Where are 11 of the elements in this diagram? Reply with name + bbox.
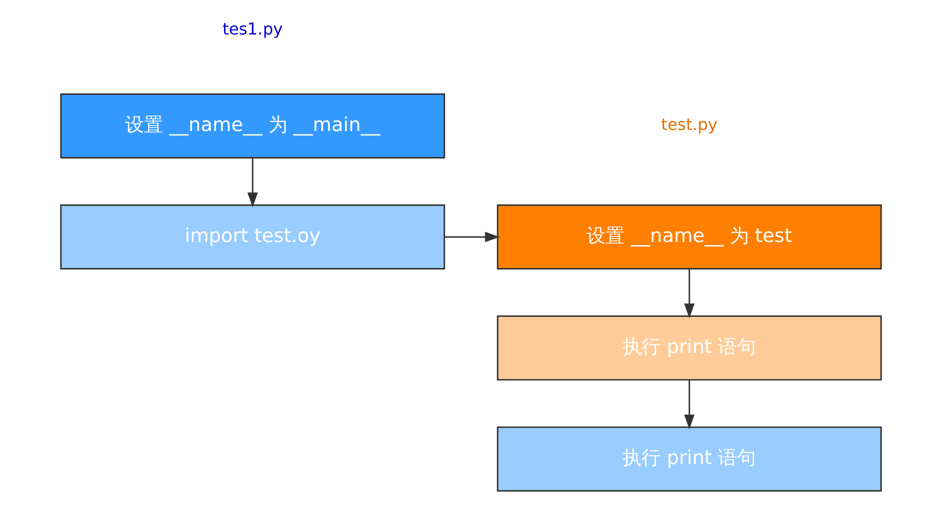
node-box: 设置 __name__ 为 __main__ [60,93,446,158]
arrow [684,380,695,430]
label: tes1.py [222,20,283,39]
arrow [247,158,258,208]
node-box: 执行 print 语句 [496,315,882,381]
node-box: 执行 print 语句 [496,426,882,492]
arrow [684,269,695,318]
node-box: 设置 __name__ 为 test [496,204,882,270]
label: test.py [661,115,718,134]
arrow [444,232,500,242]
node-box: import test.oy [60,204,446,270]
